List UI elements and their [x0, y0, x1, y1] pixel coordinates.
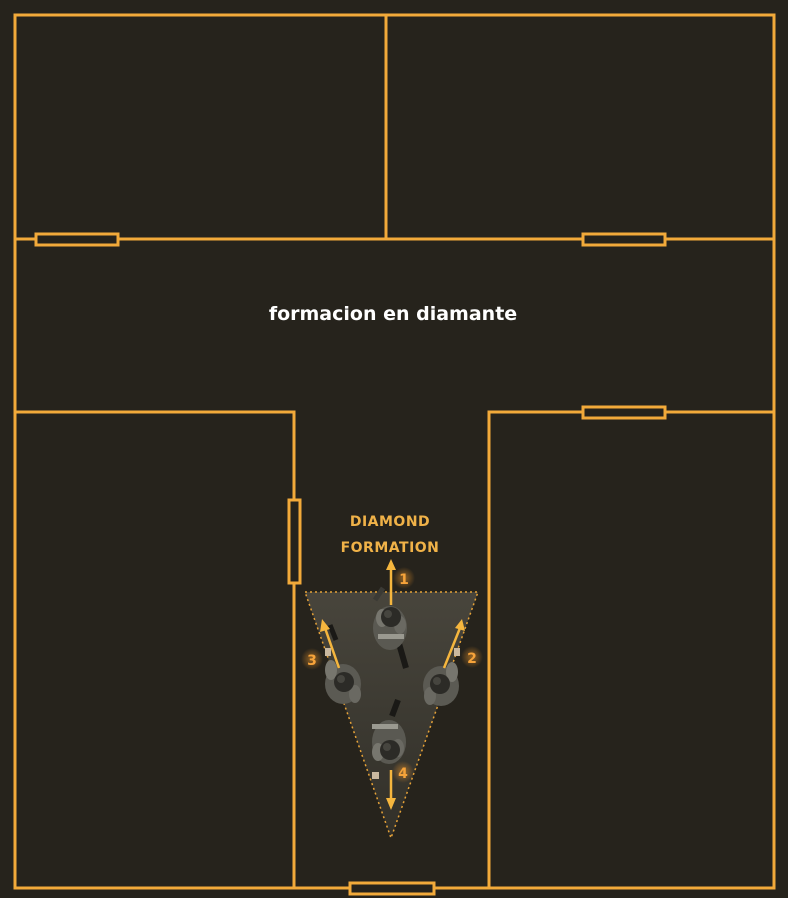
left-room-wall	[15, 410, 296, 888]
operator-1-number: 1	[399, 572, 409, 588]
diagram-title: formacion en diamante	[269, 303, 517, 325]
operator-4	[372, 698, 406, 779]
formation-label-line2: FORMATION	[341, 540, 440, 556]
arrow-operator-4	[386, 770, 396, 810]
operator-3	[325, 624, 361, 704]
doors	[34, 232, 667, 896]
door-bottom	[348, 881, 436, 896]
arrow-operator-1	[386, 559, 396, 605]
operator-3-number: 3	[307, 653, 317, 669]
operator-1	[372, 586, 409, 669]
operator-2	[423, 648, 460, 706]
right-room-wall	[487, 410, 774, 888]
door-right-room	[581, 405, 667, 420]
arrow-operator-3	[320, 619, 341, 669]
door-top-left	[34, 232, 120, 247]
arrow-operator-2	[442, 619, 465, 669]
formation-label-line1: DIAMOND	[350, 514, 430, 530]
door-left-corridor	[287, 498, 302, 585]
operator-4-number: 4	[398, 766, 408, 782]
door-top-right	[581, 232, 667, 247]
operator-numbers: 1 2 3 4	[301, 567, 483, 783]
direction-arrows	[320, 559, 465, 810]
operator-2-number: 2	[467, 651, 477, 667]
